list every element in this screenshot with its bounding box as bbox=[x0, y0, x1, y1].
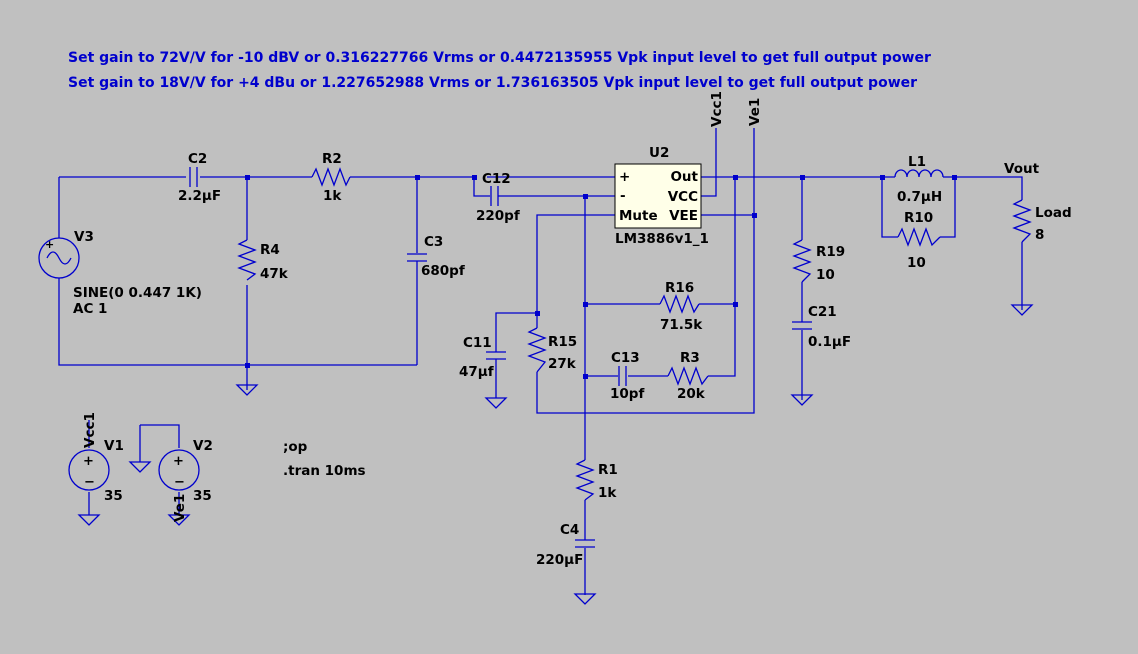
u2-pin-minus: - bbox=[620, 188, 626, 204]
load-name: Load bbox=[1035, 205, 1072, 221]
ground-symbol bbox=[128, 461, 152, 473]
net-label-ve1: Ve1 bbox=[747, 98, 763, 126]
l1-value: 0.7µH bbox=[897, 189, 942, 205]
c21-value: 0.1µF bbox=[808, 334, 851, 350]
gain-note-1: Set gain to 72V/V for -10 dBV or 0.31622… bbox=[68, 50, 931, 66]
c12-name: C12 bbox=[482, 171, 511, 187]
ic-u2-body bbox=[614, 163, 702, 229]
capacitor-c2-symbol bbox=[189, 167, 198, 187]
r15-value: 27k bbox=[548, 356, 577, 372]
svg-text:−: − bbox=[174, 475, 185, 490]
c13-value: 10pf bbox=[610, 386, 644, 402]
r2-name: R2 bbox=[322, 151, 342, 167]
capacitor-c13-symbol bbox=[618, 366, 627, 386]
gain-note-2: Set gain to 18V/V for +4 dBu or 1.227652… bbox=[68, 75, 917, 91]
c4-value: 220µF bbox=[536, 552, 583, 568]
ground-symbols bbox=[77, 304, 1034, 605]
u2-model: LM3886v1_1 bbox=[615, 231, 709, 247]
r3-name: R3 bbox=[680, 350, 700, 366]
v2-value: 35 bbox=[193, 488, 212, 504]
load-value: 8 bbox=[1035, 227, 1044, 243]
capacitors bbox=[189, 167, 812, 548]
resistor-r15-symbol bbox=[527, 327, 547, 373]
c13-name: C13 bbox=[611, 350, 640, 366]
ground-symbol bbox=[77, 514, 101, 526]
c3-value: 680pf bbox=[421, 263, 465, 279]
net-label-vout: Vout bbox=[1004, 161, 1040, 177]
source-v3: + bbox=[38, 237, 80, 279]
r2-value: 1k bbox=[323, 188, 342, 204]
c11-name: C11 bbox=[463, 335, 492, 351]
c12-value: 220pf bbox=[476, 208, 520, 224]
r15-name: R15 bbox=[548, 334, 577, 350]
net-label-v1-vcc1: Vcc1 bbox=[82, 412, 98, 448]
directive-op: ;op bbox=[283, 439, 308, 455]
v1-value: 35 bbox=[104, 488, 123, 504]
r1-name: R1 bbox=[598, 462, 618, 478]
resistor-r10-symbol bbox=[897, 227, 941, 247]
c11-value: 47µf bbox=[459, 364, 494, 380]
l1-name: L1 bbox=[908, 154, 926, 170]
source-v1: + − bbox=[68, 449, 110, 491]
ground-symbol bbox=[573, 593, 597, 605]
r16-value: 71.5k bbox=[660, 317, 703, 333]
ground-symbol bbox=[235, 384, 259, 396]
v3-name: V3 bbox=[74, 229, 94, 245]
capacitor-c12-symbol bbox=[490, 186, 499, 206]
resistor-r3-symbol bbox=[667, 366, 709, 386]
r19-name: R19 bbox=[816, 244, 845, 260]
r3-value: 20k bbox=[677, 386, 706, 402]
r19-value: 10 bbox=[816, 267, 835, 283]
resistor-r2-symbol bbox=[311, 167, 351, 187]
u2-pin-plus: + bbox=[619, 169, 630, 185]
c2-value: 2.2µF bbox=[178, 188, 221, 204]
source-v2: + − bbox=[158, 449, 200, 491]
capacitor-c4-symbol bbox=[575, 539, 595, 548]
junction-dots bbox=[245, 175, 957, 379]
resistor-r19-symbol bbox=[792, 239, 812, 283]
svg-text:+: + bbox=[45, 238, 54, 251]
r10-name: R10 bbox=[904, 210, 933, 226]
net-label-v2-ve1: Ve1 bbox=[172, 494, 188, 522]
r4-value: 47k bbox=[260, 266, 289, 282]
v2-name: V2 bbox=[193, 438, 213, 454]
r16-name: R16 bbox=[665, 280, 694, 296]
r4-name: R4 bbox=[260, 242, 280, 258]
v1-name: V1 bbox=[104, 438, 124, 454]
v3-ac-value: AC 1 bbox=[73, 301, 107, 317]
c3-name: C3 bbox=[424, 234, 443, 250]
capacitor-c21-symbol bbox=[792, 321, 812, 330]
c4-name: C4 bbox=[560, 522, 579, 538]
u2-pin-mute: Mute bbox=[619, 208, 658, 224]
ground-symbol bbox=[167, 514, 191, 526]
svg-text:+: + bbox=[173, 454, 184, 469]
resistor-r16-symbol bbox=[659, 294, 700, 314]
directive-tran: .tran 10ms bbox=[283, 463, 366, 479]
net-label-vcc1: Vcc1 bbox=[709, 91, 725, 127]
c2-name: C2 bbox=[188, 151, 207, 167]
ground-symbol bbox=[484, 397, 508, 409]
u2-pin-vcc: VCC bbox=[668, 189, 698, 205]
c21-name: C21 bbox=[808, 304, 837, 320]
u2-pin-vee: VEE bbox=[669, 208, 698, 224]
r1-value: 1k bbox=[598, 485, 617, 501]
inductor-l1-symbol bbox=[894, 169, 944, 178]
ground-symbol bbox=[790, 394, 814, 406]
resistor-r4-symbol bbox=[237, 239, 257, 281]
u2-pin-out: Out bbox=[670, 169, 698, 185]
capacitor-c3-symbol bbox=[407, 253, 427, 262]
r10-value: 10 bbox=[907, 255, 926, 271]
svg-text:+: + bbox=[83, 454, 94, 469]
capacitor-c11-symbol bbox=[486, 351, 506, 360]
u2-name: U2 bbox=[649, 145, 669, 161]
resistor-load-symbol bbox=[1012, 199, 1032, 243]
resistor-r1-symbol bbox=[575, 459, 595, 501]
resistors bbox=[237, 167, 1032, 501]
svg-text:−: − bbox=[84, 475, 95, 490]
v3-value: SINE(0 0.447 1K) bbox=[73, 285, 202, 301]
ground-symbol bbox=[1010, 304, 1034, 316]
